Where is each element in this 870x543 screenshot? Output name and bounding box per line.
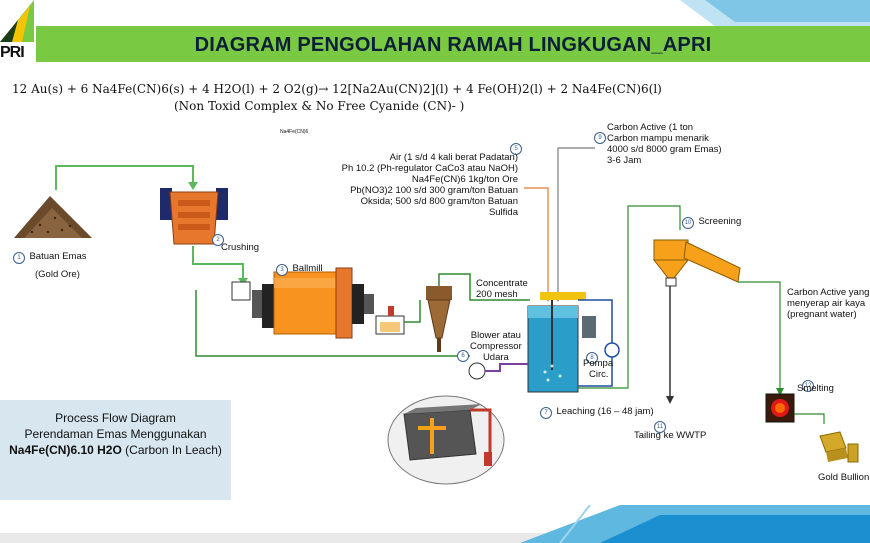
- step-12-number: 12: [802, 374, 814, 392]
- blower-icon: [468, 362, 486, 380]
- crusher-machine-icon: [160, 188, 228, 245]
- page-title: DIAGRAM PENGOLAHAN RAMAH LINGKUGAN_APRI: [194, 34, 712, 56]
- concentrate-label: Concentrate 200 mesh: [476, 278, 528, 300]
- step-8-label: Pompa Circ.: [583, 358, 614, 380]
- hydrocyclone-icon: [426, 286, 452, 352]
- screening-hopper-icon: [652, 239, 741, 287]
- bottom-decoration: [0, 505, 870, 543]
- reaction-equation: 12 Au(s) + 6 Na4Fe(CN)6(s) + 4 H2O(l) + …: [12, 82, 662, 96]
- step-11-label: Tailing ke WWTP: [634, 430, 707, 441]
- step-9-label: Carbon Active (1 ton Carbon mampu menari…: [607, 122, 722, 166]
- carbon-pregnant-label: Carbon Active yang s menyerap air kaya (…: [787, 287, 870, 320]
- step-3-label: 3 Ballmill: [276, 258, 323, 276]
- process-box-line-3: Na4Fe(CN)6.10 H2O (Carbon In Leach): [9, 443, 222, 457]
- smelting-furnace-icon: [765, 393, 795, 423]
- process-info-box: Process Flow Diagram Perendaman Emas Men…: [0, 400, 231, 500]
- gold-bullion-label: Gold Bullion: [818, 472, 870, 483]
- step-8-number: 8: [586, 346, 598, 364]
- corner-decoration: [680, 0, 870, 30]
- ballmill-machine-icon: [231, 267, 374, 339]
- step-2-number: 2: [212, 228, 224, 246]
- mixing-tank-icon: [375, 306, 405, 335]
- tank-detail-inset-icon: [387, 395, 505, 485]
- step-7-label: 7 Leaching (16 – 48 jam): [540, 401, 654, 419]
- step-12-label: Smelting: [797, 383, 834, 394]
- circulation-pump-icon: [604, 342, 620, 358]
- gold-bullion-icon: [819, 431, 859, 463]
- process-box-line-1: Process Flow Diagram: [55, 411, 176, 425]
- step-2-label: Crushing: [221, 242, 260, 253]
- gold-ore-pile-icon: [14, 196, 92, 238]
- leaching-tank-icon: [527, 292, 596, 393]
- reaction-note: (Non Toxid Complex & No Free Cyanide (CN…: [174, 99, 465, 113]
- title-bar: [36, 26, 870, 62]
- step-10-label: 10 Screening: [682, 211, 741, 229]
- logo-text: PRI: [0, 44, 25, 61]
- reagent-small-label: Na4Fe(CN)6: [280, 129, 309, 135]
- step-6-number: 6: [457, 344, 469, 362]
- step-1-label: 1 Batuan Emas (Gold Ore): [13, 246, 87, 282]
- step-5-reagent-list: Air (1 s/d 4 kali berat Padatan) Ph 10.2…: [341, 152, 518, 218]
- company-logo: [0, 0, 34, 42]
- step-11-number: 11: [654, 415, 666, 433]
- step-5-number: 5: [510, 137, 522, 155]
- step-6-label: Blower atau Compressor Udara: [470, 330, 522, 363]
- step-9-number: 9: [594, 126, 606, 144]
- process-box-line-2: Perendaman Emas Menggunakan: [24, 427, 207, 441]
